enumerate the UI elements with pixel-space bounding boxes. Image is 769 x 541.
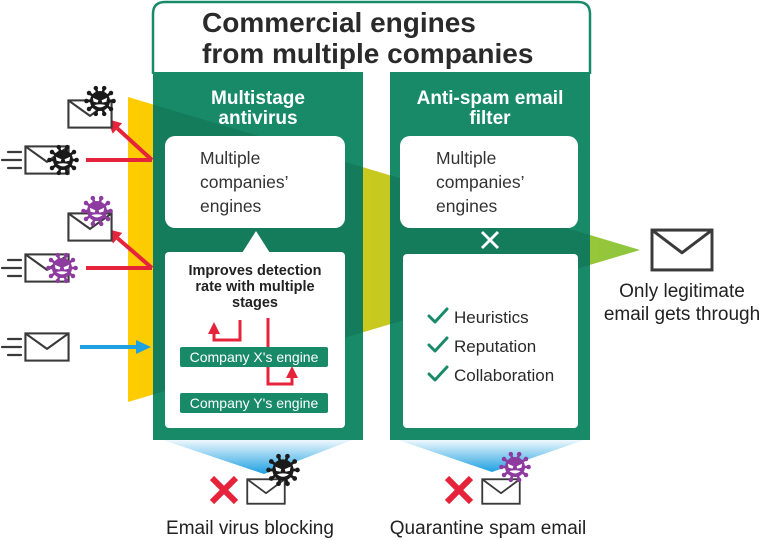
technique-checks bbox=[427, 307, 449, 382]
title-line-2: from multiple companies bbox=[202, 38, 533, 69]
check-icon bbox=[427, 336, 449, 353]
cross-icon bbox=[481, 231, 499, 249]
antivirus-engines-line-1: Multiple bbox=[200, 148, 260, 168]
callout-line-1: Improves detection bbox=[189, 263, 322, 279]
motion-lines-icon bbox=[0, 337, 23, 357]
stage-arrowheads bbox=[208, 322, 298, 378]
antivirus-engines-line-2: companies’ bbox=[200, 172, 289, 192]
output-line-2: email gets through bbox=[604, 304, 760, 325]
technique-heuristics: Heuristics bbox=[454, 308, 529, 327]
envelope-icon bbox=[650, 228, 714, 272]
output-line-1: Only legitimate bbox=[619, 281, 745, 302]
envelope-icon bbox=[481, 478, 521, 505]
company-y-engine-stage bbox=[180, 393, 328, 413]
antispam-engines-box bbox=[400, 136, 578, 228]
antivirus-caption: Email virus blocking bbox=[166, 518, 334, 539]
envelope-icon bbox=[24, 332, 70, 362]
company-x-engine-stage bbox=[180, 347, 328, 367]
callout-line-3: stages bbox=[232, 295, 278, 311]
title-line-1: Commercial engines bbox=[202, 7, 476, 38]
technique-collaboration: Collaboration bbox=[454, 366, 554, 385]
legitimate-email-arrowhead bbox=[136, 340, 151, 354]
motion-lines-icon bbox=[0, 150, 23, 170]
reject-arrowhead-stage-y bbox=[286, 366, 298, 378]
detection-callout bbox=[165, 252, 345, 428]
spam-techniques-box bbox=[403, 254, 578, 428]
antispam-output-beam bbox=[398, 440, 584, 472]
antispam-caption: Quarantine spam email bbox=[390, 518, 586, 539]
title-frame bbox=[151, 0, 592, 74]
technique-reputation: Reputation bbox=[454, 337, 536, 356]
check-icon bbox=[427, 307, 449, 324]
check-icon bbox=[427, 365, 449, 382]
antivirus-engines-box bbox=[165, 136, 345, 228]
antispam-engines-line-1: Multiple bbox=[436, 148, 496, 168]
antivirus-output-beam bbox=[163, 440, 352, 474]
reject-arrow-stage-y-line bbox=[266, 367, 294, 386]
callout-line-2: rate with multiple bbox=[195, 279, 314, 295]
motion-lines-icon bbox=[0, 258, 23, 278]
company-x-engine-label: Company X's engine bbox=[190, 349, 319, 365]
virus-bounce-line bbox=[116, 126, 154, 162]
antivirus-title-line-1: Multistage bbox=[211, 88, 305, 109]
antivirus-title-line-2: antivirus bbox=[218, 108, 297, 129]
callout-pointer bbox=[242, 231, 270, 253]
reject-arrowhead-stage-x bbox=[208, 322, 220, 334]
antivirus-engines-line-3: engines bbox=[200, 196, 262, 216]
stage-flow-lines bbox=[212, 318, 294, 386]
cross-icon bbox=[444, 475, 474, 505]
antispam-title-line-2: filter bbox=[469, 108, 511, 129]
antispam-engines-line-3: engines bbox=[436, 196, 498, 216]
cross-icon bbox=[209, 475, 239, 505]
antispam-engines-line-2: companies’ bbox=[436, 172, 525, 192]
company-y-engine-label: Company Y's engine bbox=[190, 395, 319, 411]
reject-arrow-stage-x-line bbox=[212, 320, 242, 342]
antispam-title-line-1: Anti-spam email bbox=[417, 88, 564, 109]
reject-lines bbox=[86, 126, 154, 270]
spam-bounce-line bbox=[116, 236, 154, 270]
